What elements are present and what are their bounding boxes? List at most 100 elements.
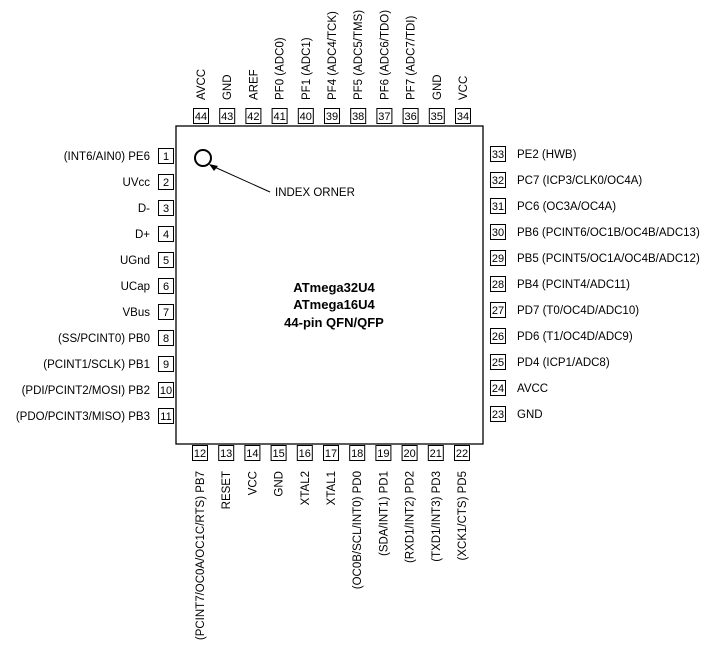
pin-number: 26	[492, 331, 504, 343]
pin-number: 7	[163, 307, 169, 319]
pin-label: VBus	[123, 307, 151, 319]
pin-number: 40	[300, 111, 312, 123]
top-pin-box	[402, 108, 419, 124]
pin-label: PF0 (ADC0)	[275, 37, 287, 100]
pin-number: 43	[221, 111, 233, 123]
pin-number: 39	[326, 111, 338, 123]
pin-label: PF4 (ADC4/TCK)	[327, 11, 339, 100]
pin-number: 41	[273, 111, 285, 123]
right-pin-box	[490, 380, 506, 396]
left-pin-box	[158, 304, 174, 320]
left-pin-box	[158, 226, 174, 242]
pin-number: 16	[299, 448, 311, 460]
pin-label: D+	[135, 229, 150, 241]
top-pin-box	[324, 108, 340, 124]
pin-number: 9	[163, 359, 169, 371]
top-pin-box	[193, 108, 209, 124]
pin-label: PF7 (ADC7/TDI)	[406, 15, 418, 100]
bottom-pin-box	[454, 445, 470, 461]
pin-number: 44	[195, 111, 207, 123]
bottom-pin-box	[296, 445, 313, 461]
pin-number: 14	[246, 448, 258, 460]
right-pin-box	[490, 328, 506, 344]
pin-label: AVCC	[517, 383, 548, 395]
pin-label: (PDI/PCINT2/MOSI) PB2	[22, 385, 150, 397]
pin-number: 35	[431, 111, 443, 123]
pin-label: (PDO/PCINT3/MISO) PB3	[16, 411, 150, 423]
right-pin-box	[490, 224, 506, 240]
pin-number: 11	[160, 411, 171, 423]
left-pin-box	[158, 252, 174, 268]
pin-number: 29	[492, 253, 504, 265]
pin-label: PF1 (ADC1)	[301, 37, 313, 100]
left-pin-box	[158, 148, 174, 164]
pin-number: 31	[492, 201, 504, 213]
pin-number: 20	[403, 448, 415, 460]
top-pin-box	[455, 108, 471, 124]
pin-label: (SDA/INT1) PD1	[378, 471, 390, 556]
pin-label: PD7 (T0/OC4D/ADC10)	[517, 305, 639, 317]
pin-label: D-	[138, 203, 150, 215]
pins-layer: 1(INT6/AIN0) PE62UVcc3D-4D+5UGnd6UCap7VB…	[16, 10, 700, 640]
right-pin-box	[490, 354, 506, 370]
top-pin-box	[350, 108, 367, 124]
pin-number: 21	[430, 448, 442, 460]
right-pin-box	[490, 302, 506, 318]
pin-number: 28	[492, 279, 504, 291]
pin-label: UVcc	[123, 177, 151, 189]
bottom-pin-box	[375, 445, 392, 461]
chip-body	[175, 125, 484, 445]
right-pin-box	[490, 406, 506, 422]
pin-number: 32	[492, 175, 504, 187]
pin-label: PF6 (ADC6/TDO)	[379, 10, 391, 100]
bottom-pin-box	[244, 445, 261, 461]
top-pin-box	[245, 108, 262, 124]
pin-number: 36	[404, 111, 416, 123]
pin-label: (RXD1/INT2) PD2	[405, 471, 417, 563]
pin-label: RESET	[221, 471, 233, 509]
pin-number: 12	[194, 448, 206, 460]
left-pin-box	[158, 174, 174, 190]
pin-label: PB6 (PCINT6/OC1B/OC4B/ADC13)	[517, 227, 700, 239]
pin-number: 37	[378, 111, 390, 123]
pin-label: GND	[222, 74, 234, 100]
pin-label: PC6 (OC3A/OC4A)	[517, 201, 616, 213]
pin-label: XTAL2	[300, 471, 312, 505]
chip-name-2: ATmega16U4	[293, 297, 375, 312]
bottom-pin-box	[218, 445, 235, 461]
pin-label: UCap	[121, 281, 150, 293]
pin-label: (INT6/AIN0) PE6	[64, 151, 150, 163]
pin-label: UGnd	[120, 255, 150, 267]
top-pin-box	[297, 108, 314, 124]
pin-number: 19	[377, 448, 389, 460]
pin-label: (XCK1/CTS) PD5	[457, 471, 469, 560]
bottom-pin-box	[192, 445, 208, 461]
index-pointer-line	[209, 164, 271, 193]
right-pin-box	[490, 146, 506, 162]
pin-number: 13	[220, 448, 232, 460]
top-pin-box	[219, 108, 236, 124]
pin-number: 25	[492, 357, 504, 369]
pin-label: PD4 (ICP1/ADC8)	[517, 357, 610, 369]
pin-label: (PCINT7/OC0A/OC1C/RTS) PB7	[195, 471, 207, 640]
pin-number: 18	[351, 448, 363, 460]
pin-number: 10	[160, 385, 172, 397]
left-pin-box	[158, 330, 174, 346]
bottom-pin-box	[401, 445, 418, 461]
pin-number: 3	[163, 203, 169, 215]
chip-name-1: ATmega32U4	[293, 280, 375, 295]
pin-label: PC7 (ICP3/CLK0/OC4A)	[517, 175, 642, 187]
left-pin-box	[158, 278, 174, 294]
bottom-pin-box	[349, 445, 366, 461]
pin-number: 22	[456, 448, 468, 460]
pin-label: (OC0B/SCL/INT0) PD0	[352, 471, 364, 589]
pin-number: 30	[492, 227, 504, 239]
top-pin-box	[271, 108, 288, 124]
pin-number: 33	[492, 149, 504, 161]
pin-label: XTAL1	[326, 471, 338, 505]
pin-number: 6	[163, 281, 169, 293]
pin-number: 42	[247, 111, 259, 123]
bottom-pin-box	[270, 445, 287, 461]
pin-label: PE2 (HWB)	[517, 149, 577, 161]
